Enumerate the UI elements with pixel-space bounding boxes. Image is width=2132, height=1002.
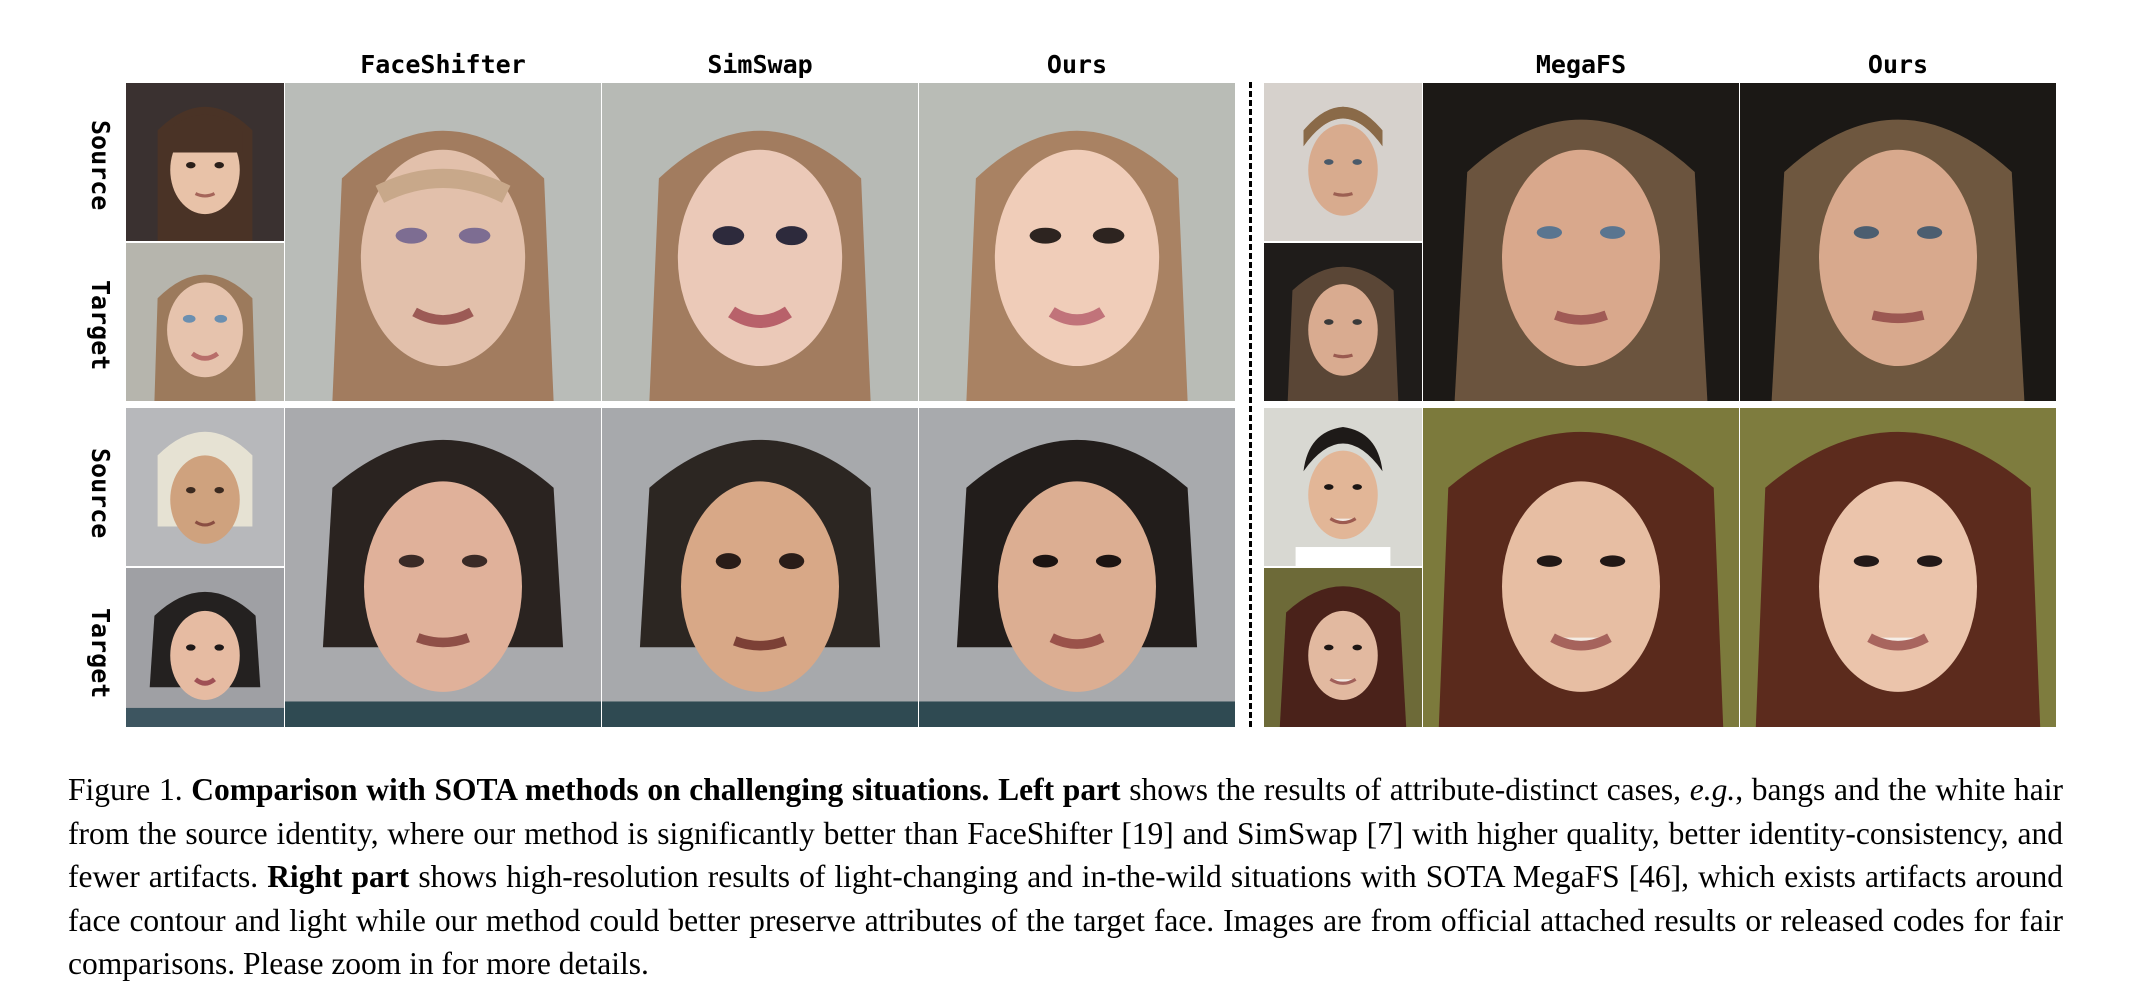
face-swap-result [1423, 83, 1739, 401]
dashed-divider [1249, 82, 1252, 727]
row-label-target-top: Target [86, 279, 115, 371]
face-swap-result [1423, 408, 1739, 727]
image-left-bottom-ours [919, 408, 1235, 727]
image-right-top-target [1264, 243, 1422, 401]
face-swap-result [602, 83, 918, 401]
face-portrait [1264, 83, 1422, 241]
image-right-top-megafs [1423, 83, 1739, 401]
face-swap-result [919, 83, 1235, 401]
image-right-bottom-target [1264, 568, 1422, 727]
image-right-bottom-megafs [1423, 408, 1739, 727]
header-simswap: SimSwap [707, 50, 813, 79]
caption-title: Comparison with SOTA methods on challeng… [191, 772, 990, 807]
figure-1: FaceShifter SimSwap Ours MegaFS Ours Sou… [86, 50, 2056, 727]
row-label-target-bottom: Target [86, 607, 115, 699]
image-right-bottom-ours [1740, 408, 2056, 727]
face-portrait [126, 243, 284, 401]
face-swap-result [919, 408, 1235, 727]
image-left-top-ours [919, 83, 1235, 401]
image-left-bottom-target [126, 568, 284, 727]
caption-right-part-label: Right part [267, 859, 410, 894]
face-swap-result [1740, 408, 2056, 727]
caption-right-part-text: shows high-resolution results of light-c… [68, 859, 2064, 981]
caption-left-part-text-2: , bangs and the white hair from the sour… [68, 772, 2064, 894]
face-portrait [126, 568, 284, 727]
caption-label: Figure 1. [68, 772, 183, 807]
caption-eg: e.g. [1689, 772, 1736, 807]
image-left-bottom-simswap [602, 408, 918, 727]
header-ours-left: Ours [1046, 50, 1108, 79]
face-portrait [1264, 568, 1422, 727]
row-label-source-bottom: Source [86, 447, 115, 539]
face-swap-result [602, 408, 918, 727]
row-label-source-top: Source [86, 119, 115, 211]
image-left-top-target [126, 243, 284, 401]
face-portrait [126, 408, 284, 566]
face-portrait [1264, 243, 1422, 401]
face-swap-result [285, 408, 601, 727]
image-left-bottom-source [126, 408, 284, 566]
figure-caption: Figure 1. Comparison with SOTA methods o… [68, 768, 2063, 986]
face-swap-result [285, 83, 601, 401]
face-portrait [126, 83, 284, 241]
image-left-bottom-faceshifter [285, 408, 601, 727]
image-left-top-source [126, 83, 284, 241]
image-right-bottom-source [1264, 408, 1422, 566]
image-right-top-source [1264, 83, 1422, 241]
face-swap-result [1740, 83, 2056, 401]
caption-left-part-text-1: shows the results of attribute-distinct … [1129, 772, 1682, 807]
image-right-top-ours [1740, 83, 2056, 401]
caption-left-part-label: Left part [998, 772, 1121, 807]
header-megafs: MegaFS [1535, 50, 1627, 79]
header-ours-right: Ours [1867, 50, 1929, 79]
header-faceshifter: FaceShifter [360, 50, 526, 79]
image-left-top-simswap [602, 83, 918, 401]
image-left-top-faceshifter [285, 83, 601, 401]
face-portrait [1264, 408, 1422, 566]
